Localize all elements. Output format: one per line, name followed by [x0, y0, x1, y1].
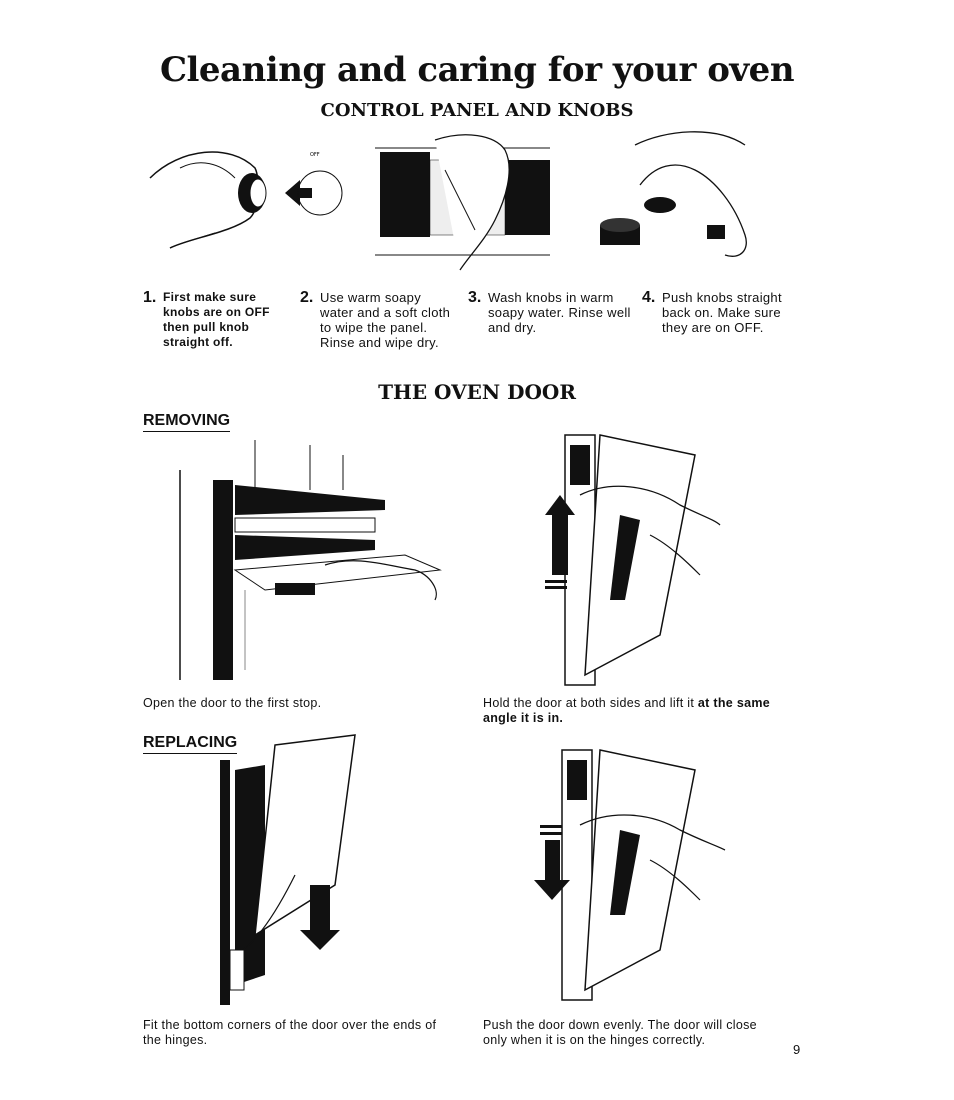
step-text: Push knobs straight back on. Make sure t…	[662, 290, 782, 335]
door-fit-illustration	[220, 734, 356, 1005]
removing-caption-right: Hold the door at both sides and lift it …	[483, 696, 793, 726]
removing-label: REMOVING	[143, 412, 231, 432]
door-push-illustration	[534, 749, 726, 1001]
removing-caption-right-text: Hold the door at both sides and lift it	[483, 696, 698, 710]
step-text: Use warm soapy water and a soft cloth to…	[320, 290, 451, 350]
knob-pull-illustration: OFF	[149, 151, 343, 249]
page-number: 9	[793, 1042, 801, 1057]
step-number: 4.	[642, 289, 656, 306]
replacing-caption-left: Fit the bottom corners of the door over …	[143, 1018, 437, 1047]
control-step-4: 4. Push knobs straight back on. Make sur…	[642, 289, 807, 336]
step-text: First make sure knobs are on OFF then pu…	[163, 290, 270, 349]
replacing-label: REPLACING	[143, 734, 238, 754]
step-number: 1.	[143, 289, 157, 306]
push-down-arrow-icon	[534, 840, 570, 900]
replacing-caption-right: Push the door down evenly. The door will…	[483, 1018, 757, 1047]
down-arrow-icon	[300, 885, 340, 950]
door-lift-illustration	[545, 434, 721, 686]
control-step-2: 2. Use warm soapy water and a soft cloth…	[300, 289, 455, 351]
door-section-title: THE OVEN DOOR	[378, 380, 576, 404]
removing-caption-right-emphasis: at the same angle it is in.	[483, 696, 770, 725]
door-open-illustration	[179, 440, 442, 680]
control-step-1: 1. First make sure knobs are on OFF then…	[143, 290, 293, 350]
knob-wash-illustration	[600, 131, 747, 257]
lift-arrow-icon	[545, 495, 575, 575]
panel-wipe-illustration	[375, 134, 550, 271]
control-step-3: 3. Wash knobs in warm soapy water. Rinse…	[468, 289, 638, 336]
page-title: Cleaning and caring for your oven	[159, 50, 795, 90]
step-number: 2.	[300, 289, 314, 306]
step-number: 3.	[468, 289, 482, 306]
removing-caption-left: Open the door to the first stop.	[143, 696, 322, 710]
step-text: Wash knobs in warm soapy water. Rinse we…	[488, 290, 631, 335]
knob-off-label: OFF	[310, 152, 320, 158]
control-section-title: CONTROL PANEL AND KNOBS	[320, 100, 634, 121]
